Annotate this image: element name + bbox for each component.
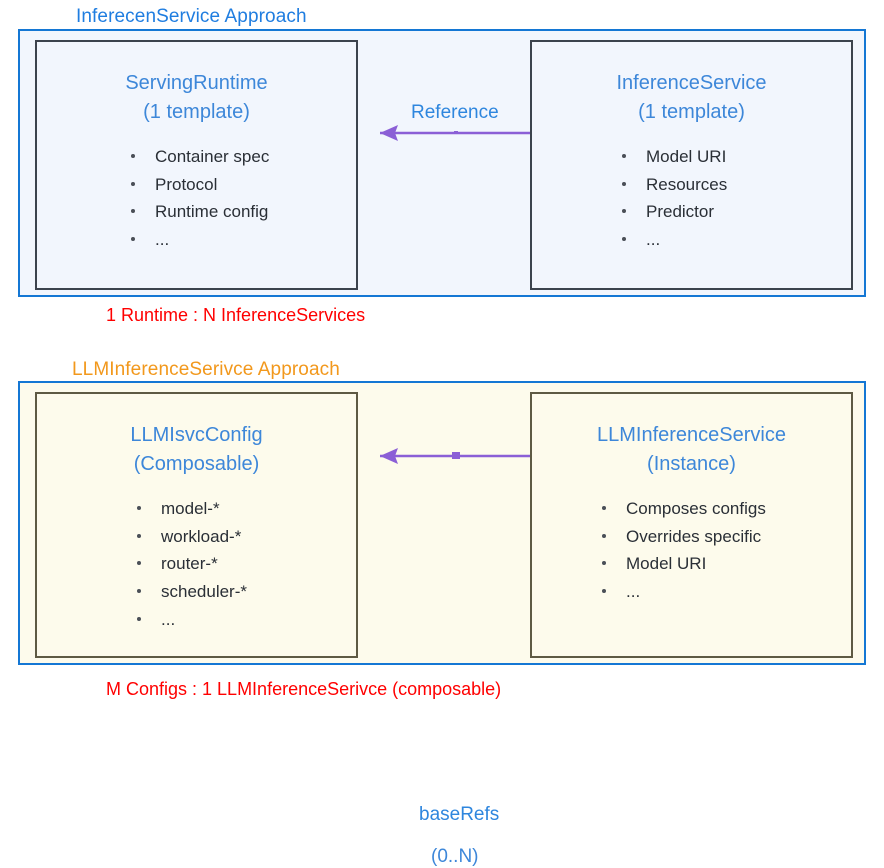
list-item: Predictor: [620, 198, 851, 226]
connector-label-baserefs-cardinality: (0..N): [431, 846, 479, 867]
card-llm-inference-service-heading: LLMInferenceService (Instance): [532, 394, 851, 479]
list-item: Runtime config: [129, 198, 356, 226]
card-inference-service-title: InferenceService: [616, 72, 767, 94]
list-item: Resources: [620, 171, 851, 199]
card-llmisvc-config: LLMIsvcConfig (Composable) model-* workl…: [35, 392, 358, 658]
list-item: Container spec: [129, 143, 356, 171]
list-item: workload-*: [135, 523, 356, 551]
list-item: model-*: [135, 495, 356, 523]
caption-runtime-ratio: 1 Runtime : N InferenceServices: [106, 305, 366, 325]
card-inference-service-subtitle: (1 template): [638, 101, 745, 124]
card-serving-runtime-list: Container spec Protocol Runtime config .…: [37, 127, 356, 253]
list-item: ...: [600, 578, 851, 606]
list-item: Composes configs: [600, 495, 851, 523]
card-llm-inference-service: LLMInferenceService (Instance) Composes …: [530, 392, 853, 658]
panel-llm-inference-service-approach: LLMIsvcConfig (Composable) model-* workl…: [18, 381, 866, 867]
section-title-inference-service: InferecenService Approach: [76, 6, 307, 27]
connector-label-reference: Reference: [411, 102, 499, 123]
connector-arrow-baserefs: [380, 448, 530, 464]
card-inference-service-heading: InferenceService (1 template): [532, 42, 851, 127]
card-llmisvc-config-heading: LLMIsvcConfig (Composable): [37, 394, 356, 479]
list-item: Model URI: [620, 143, 851, 171]
card-inference-service: InferenceService (1 template) Model URI …: [530, 40, 853, 290]
list-item: scheduler-*: [135, 578, 356, 606]
panel-inference-service-approach: ServingRuntime (1 template) Container sp…: [18, 29, 866, 297]
caption-configs-ratio: M Configs : 1 LLMInferenceSerivce (compo…: [106, 679, 502, 699]
list-item: ...: [135, 606, 356, 634]
card-serving-runtime-heading: ServingRuntime (1 template): [37, 42, 356, 127]
list-item: ...: [129, 226, 356, 254]
card-llm-inference-service-subtitle: (Instance): [647, 453, 736, 476]
card-llm-inference-service-list: Composes configs Overrides specific Mode…: [532, 479, 851, 605]
card-llmisvc-config-list: model-* workload-* router-* scheduler-* …: [37, 479, 356, 633]
list-item: Model URI: [600, 550, 851, 578]
list-item: router-*: [135, 550, 356, 578]
list-item: Protocol: [129, 171, 356, 199]
list-item: ...: [620, 226, 851, 254]
card-serving-runtime-subtitle: (1 template): [143, 101, 250, 124]
card-llmisvc-config-title: LLMIsvcConfig: [130, 424, 263, 446]
card-llmisvc-config-subtitle: (Composable): [133, 453, 260, 476]
card-serving-runtime-title: ServingRuntime: [125, 72, 268, 94]
card-llm-inference-service-title: LLMInferenceService: [597, 424, 786, 446]
section-title-llm-inference-service: LLMInferenceSerivce Approach: [72, 359, 340, 380]
card-serving-runtime: ServingRuntime (1 template) Container sp…: [35, 40, 358, 290]
list-item: Overrides specific: [600, 523, 851, 551]
card-inference-service-list: Model URI Resources Predictor ...: [532, 127, 851, 253]
connector-label-baserefs: baseRefs: [419, 804, 500, 825]
